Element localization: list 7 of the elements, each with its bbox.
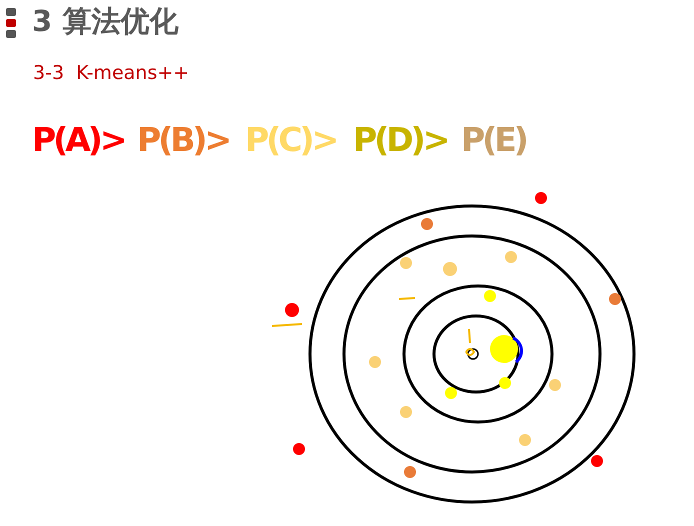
probability-term: P(C)>: [245, 120, 336, 159]
subtitle: 3-3 K-means++: [33, 62, 190, 84]
probability-term: P(D)>: [353, 120, 448, 159]
probability-term: P(E): [461, 120, 526, 159]
slide-title: 3 算法优化: [32, 3, 178, 40]
probability-term: P(B)>: [137, 120, 230, 159]
probability-term: P(A)>: [32, 120, 125, 159]
